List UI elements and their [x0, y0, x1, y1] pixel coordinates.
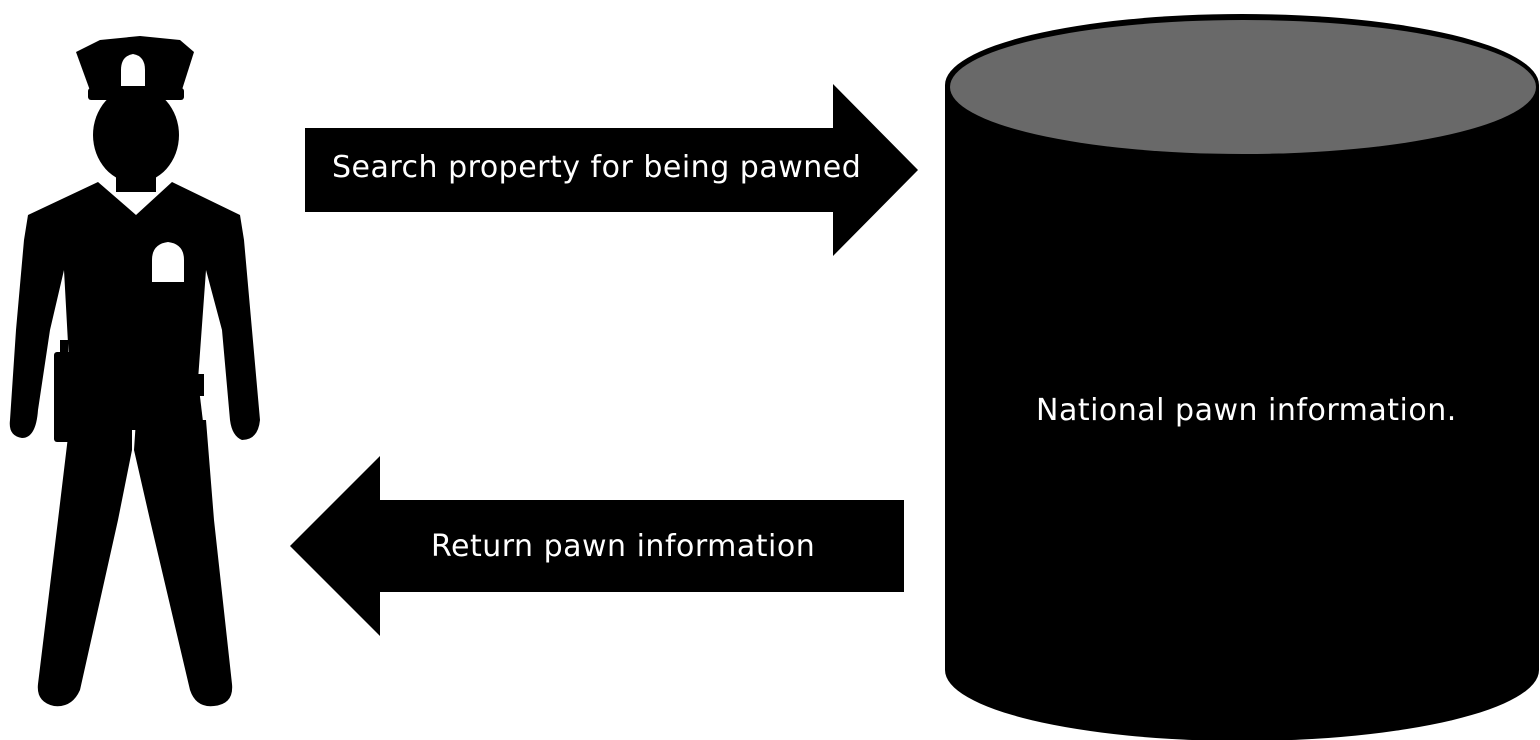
- chest-badge-icon: [152, 242, 184, 282]
- request-arrow-label: Search property for being pawned: [332, 150, 862, 185]
- hat-badge-icon: [121, 54, 145, 86]
- database-cylinder-icon: [945, 14, 1539, 740]
- police-officer-icon: [9, 36, 260, 707]
- database-label: National pawn information.: [1036, 393, 1457, 428]
- response-arrow: [290, 456, 904, 636]
- request-arrow: [305, 84, 918, 256]
- database-top: [950, 20, 1536, 154]
- response-arrow-label: Return pawn information: [431, 529, 816, 564]
